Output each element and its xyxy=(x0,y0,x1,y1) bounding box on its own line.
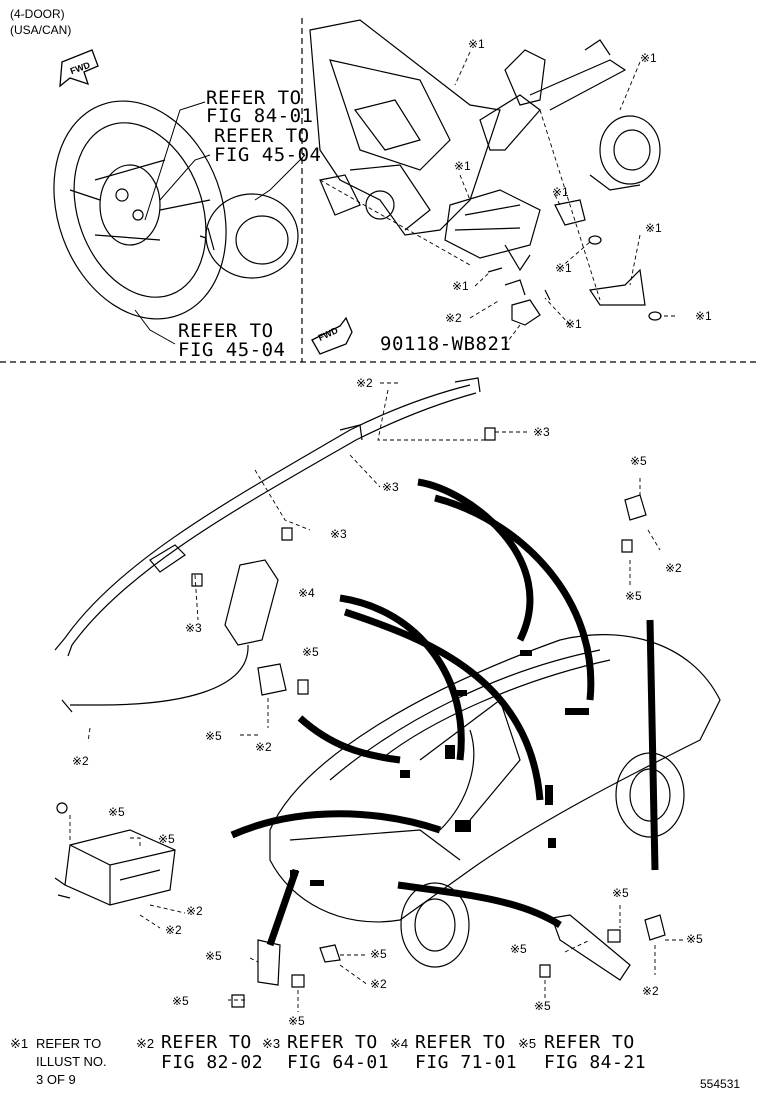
legend-3-line2: FIG 64-01 xyxy=(287,1052,390,1073)
legend-5-line2: FIG 84-21 xyxy=(544,1052,647,1073)
steering-support-bracket-drawing xyxy=(479,39,627,151)
dashboard-drawing xyxy=(309,19,501,236)
legend-2-line2: FIG 82-02 xyxy=(161,1052,264,1073)
legend-1-mark: ※1 xyxy=(10,1036,29,1051)
driver-airbag-module-drawing xyxy=(199,193,299,279)
fwd-arrow-icon xyxy=(59,49,99,88)
ref-mark-5a: ※5 xyxy=(302,645,319,659)
legend-1-line2: ILLUST NO. xyxy=(36,1054,107,1069)
ref-mark-5g: ※5 xyxy=(205,949,222,963)
ref-mark-5m: ※5 xyxy=(686,932,703,946)
ref-mark-5c: ※5 xyxy=(630,454,647,468)
legend-2-mark: ※2 xyxy=(136,1036,155,1051)
ref-mark-1f: ※1 xyxy=(555,261,572,275)
ref-mark-1a: ※1 xyxy=(468,37,485,51)
legend-3-mark: ※3 xyxy=(262,1036,281,1051)
side-airbag-drawing xyxy=(61,559,279,713)
ref-mark-5b: ※5 xyxy=(205,729,222,743)
ref-mark-5l: ※5 xyxy=(510,942,527,956)
legend-4-mark: ※4 xyxy=(390,1036,409,1051)
side-sensor-drawing xyxy=(257,663,287,696)
front-sensor-drawing xyxy=(257,939,341,986)
ref-mark-1g: ※1 xyxy=(452,279,469,293)
legend-4-line1: REFER TO xyxy=(415,1032,506,1053)
pointer-strokes xyxy=(230,478,659,947)
ref-mark-5n: ※5 xyxy=(534,999,551,1013)
screw-icons xyxy=(191,427,633,1008)
leader-lines-module xyxy=(69,815,186,929)
legend-1-line1: REFER TO xyxy=(36,1036,102,1051)
ref-mark-1b: ※1 xyxy=(640,51,657,65)
ref-mark-3a: ※3 xyxy=(533,425,550,439)
airbag-control-module-drawing xyxy=(54,802,176,906)
leader-lines-mid xyxy=(87,478,661,743)
ref-mark-1c: ※1 xyxy=(454,159,471,173)
front-crash-sensor-bracket-drawing xyxy=(551,914,666,981)
callout-refer-45-04-line2: FIG 45-04 xyxy=(214,144,322,166)
header-body-type: (4-DOOR) xyxy=(10,7,65,21)
ref-mark-1i: ※1 xyxy=(695,309,712,323)
ref-mark-2e: ※2 xyxy=(665,561,682,575)
legend-5-mark: ※5 xyxy=(518,1036,537,1051)
leader-lines-bottom xyxy=(228,905,685,1012)
illustration-number: 554531 xyxy=(700,1077,741,1091)
passenger-airbag-drawing xyxy=(444,189,541,272)
ref-mark-5j: ※5 xyxy=(370,947,387,961)
leader-lines-curtain xyxy=(194,382,530,621)
ref-mark-3d: ※3 xyxy=(185,621,202,635)
ref-mark-5i: ※5 xyxy=(288,1014,305,1028)
ref-mark-4: ※4 xyxy=(298,586,315,600)
ref-mark-2g: ※2 xyxy=(165,923,182,937)
header-market: (USA/CAN) xyxy=(10,23,72,37)
legend-2-line1: REFER TO xyxy=(161,1032,252,1053)
ref-mark-5f: ※5 xyxy=(158,832,175,846)
pillar-sensor-drawing xyxy=(624,494,647,521)
callout-refer-84-01-line2: FIG 84-01 xyxy=(206,105,314,127)
legend-4-line2: FIG 71-01 xyxy=(415,1052,518,1073)
ref-mark-1d: ※1 xyxy=(552,185,569,199)
ref-mark-5d: ※5 xyxy=(625,589,642,603)
steering-wheel-drawing xyxy=(53,100,227,320)
ref-mark-3c: ※3 xyxy=(330,527,347,541)
ref-mark-2h: ※2 xyxy=(370,977,387,991)
ref-mark-2f: ※2 xyxy=(186,904,203,918)
callout-refer-45-04b-line1: REFER TO xyxy=(178,320,274,342)
ref-mark-2i: ※2 xyxy=(642,984,659,998)
ref-mark-1e: ※1 xyxy=(645,221,662,235)
ref-mark-3b: ※3 xyxy=(382,480,399,494)
part-number-90118-wb821: 90118-WB821 xyxy=(380,333,512,355)
ref-mark-5h: ※5 xyxy=(172,994,189,1008)
callout-refer-84-01-line1: REFER TO xyxy=(206,87,302,109)
fwd-arrow-icon-2 xyxy=(311,316,353,355)
legend-3-line1: REFER TO xyxy=(287,1032,378,1053)
installed-parts-marks xyxy=(290,650,589,886)
callout-refer-45-04b-line2: FIG 45-04 xyxy=(178,339,286,361)
ref-mark-2a: ※2 xyxy=(445,311,462,325)
legend-1-line3: 3 OF 9 xyxy=(36,1072,76,1087)
ref-mark-2b: ※2 xyxy=(356,376,373,390)
legend-5-line1: REFER TO xyxy=(544,1032,635,1053)
leader-lines-top-right xyxy=(319,51,675,346)
bracket-small-drawing xyxy=(554,199,662,321)
ref-mark-2d: ※2 xyxy=(72,754,89,768)
sensor-90118-drawing xyxy=(487,267,551,326)
curtain-airbag-drawing xyxy=(54,377,481,657)
clock-spring-drawing xyxy=(589,115,661,191)
callout-refer-45-04-line1: REFER TO xyxy=(214,125,310,147)
ref-mark-2c: ※2 xyxy=(255,740,272,754)
ref-mark-5k: ※5 xyxy=(612,886,629,900)
ref-mark-1h: ※1 xyxy=(565,317,582,331)
ref-mark-5e: ※5 xyxy=(108,805,125,819)
